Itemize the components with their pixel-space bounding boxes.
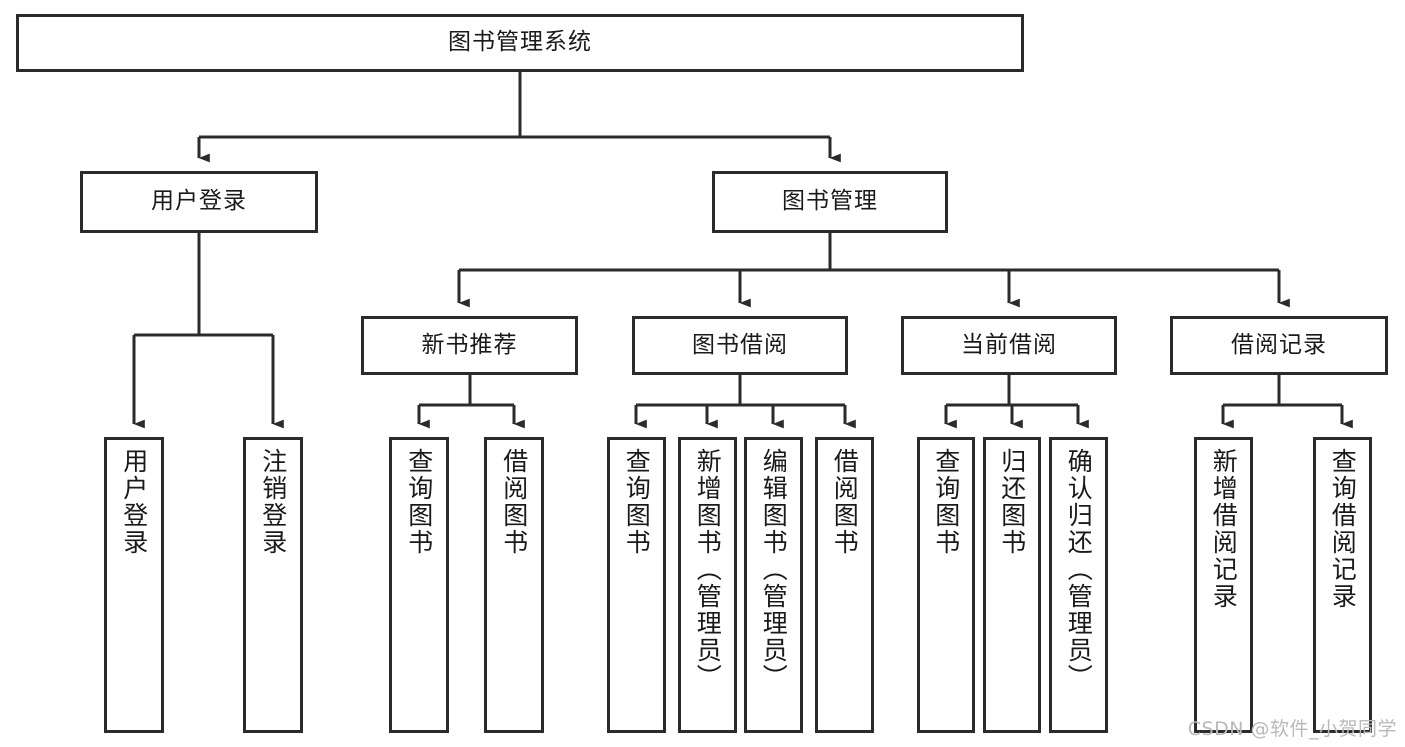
node-leaf-borrow-book-rec-label: 借阅图书 [499, 448, 529, 556]
node-leaf-logout-label: 注销登录 [258, 448, 288, 556]
node-leaf-logout[interactable]: 注销登录 [243, 437, 303, 733]
node-leaf-query-book-rec[interactable]: 查询图书 [389, 437, 449, 733]
node-leaf-query-record[interactable]: 查询借阅记录 [1313, 437, 1372, 733]
node-new-book-recommend[interactable]: 新书推荐 [361, 316, 578, 375]
node-leaf-query-book-rec-label: 查询图书 [404, 448, 434, 556]
node-borrow-records[interactable]: 借阅记录 [1170, 316, 1388, 375]
node-leaf-confirm-return-label: 确认归还（管理员） [1064, 448, 1094, 691]
node-book-manage[interactable]: 图书管理 [712, 171, 948, 233]
node-leaf-query-book-current-label: 查询图书 [931, 448, 961, 556]
node-leaf-query-record-label: 查询借阅记录 [1328, 448, 1358, 610]
node-borrow-records-label: 借阅记录 [1231, 331, 1327, 358]
node-leaf-add-record[interactable]: 新增借阅记录 [1194, 437, 1253, 733]
watermark-text: CSDN @软件_小贺同学 [1187, 718, 1397, 740]
node-leaf-borrow-book[interactable]: 借阅图书 [815, 437, 874, 733]
node-leaf-borrow-book-rec[interactable]: 借阅图书 [484, 437, 544, 733]
node-leaf-query-book-borrow-label: 查询图书 [622, 448, 652, 556]
node-book-borrow[interactable]: 图书借阅 [632, 316, 848, 375]
node-leaf-edit-book[interactable]: 编辑图书（管理员） [744, 437, 803, 733]
node-leaf-return-book-label: 归还图书 [997, 448, 1027, 556]
node-current-borrow-label: 当前借阅 [961, 331, 1057, 358]
node-leaf-user-login[interactable]: 用户登录 [104, 437, 164, 733]
node-leaf-add-record-label: 新增借阅记录 [1209, 448, 1239, 610]
node-leaf-user-login-label: 用户登录 [119, 448, 149, 556]
node-new-book-recommend-label: 新书推荐 [421, 331, 518, 358]
node-leaf-return-book[interactable]: 归还图书 [983, 437, 1041, 733]
node-leaf-add-book[interactable]: 新增图书（管理员） [678, 437, 737, 733]
node-leaf-edit-book-label: 编辑图书（管理员） [759, 448, 789, 691]
node-root-label: 图书管理系统 [448, 29, 592, 56]
node-user-login[interactable]: 用户登录 [80, 171, 318, 233]
node-current-borrow[interactable]: 当前借阅 [901, 316, 1117, 375]
node-leaf-borrow-book-label: 借阅图书 [830, 448, 860, 556]
node-book-manage-label: 图书管理 [782, 188, 878, 215]
node-leaf-confirm-return[interactable]: 确认归还（管理员） [1049, 437, 1108, 733]
node-leaf-add-book-label: 新增图书（管理员） [693, 448, 723, 691]
node-root[interactable]: 图书管理系统 [16, 14, 1024, 72]
node-leaf-query-book-current[interactable]: 查询图书 [917, 437, 975, 733]
node-user-login-label: 用户登录 [151, 188, 247, 215]
node-leaf-query-book-borrow[interactable]: 查询图书 [607, 437, 666, 733]
node-book-borrow-label: 图书借阅 [692, 331, 788, 358]
